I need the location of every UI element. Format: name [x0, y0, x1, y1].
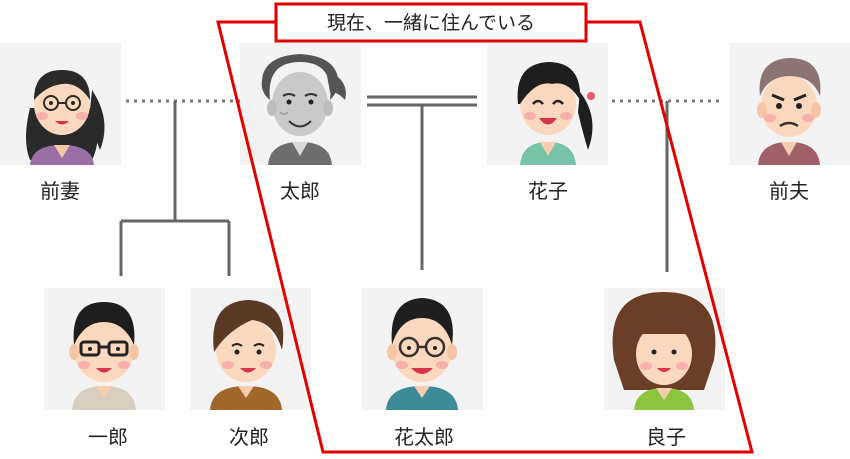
person-hanako: 花子 — [487, 43, 608, 203]
household-label-box — [274, 2, 588, 43]
name-zensai: 前妻 — [40, 179, 80, 203]
person-zenfu: 前夫 — [730, 43, 850, 203]
name-hanataro: 花太郎 — [394, 425, 454, 449]
person-jiro: 次郎 — [190, 288, 311, 449]
person-hanataro: 花太郎 — [362, 288, 483, 449]
name-ichiro: 一郎 — [88, 425, 128, 449]
household-label-text: 現在、一緒に住んでいる — [327, 12, 535, 34]
jiro-portrait — [210, 300, 284, 410]
person-ryoko: 良子 — [604, 288, 725, 449]
taro-portrait — [261, 54, 346, 165]
household-label: 現在、一緒に住んでいる — [274, 2, 588, 43]
name-zenfu: 前夫 — [769, 179, 809, 203]
person-ichiro: 一郎 — [44, 288, 165, 449]
people: 前妻 太郎 — [0, 43, 850, 449]
ichiro-portrait — [69, 302, 139, 410]
person-zensai: 前妻 — [0, 43, 121, 203]
zensai-portrait — [26, 70, 105, 165]
zenfu-portrait — [757, 58, 821, 165]
hanataro-portrait — [386, 298, 458, 410]
ryoko-portrait — [612, 292, 716, 410]
name-jiro: 次郎 — [229, 425, 269, 449]
name-taro: 太郎 — [280, 179, 320, 203]
person-taro: 太郎 — [240, 43, 361, 203]
name-ryoko: 良子 — [646, 425, 686, 449]
name-hanako: 花子 — [528, 179, 568, 203]
hanako-portrait — [517, 62, 595, 165]
relationship-lines — [118, 95, 722, 276]
